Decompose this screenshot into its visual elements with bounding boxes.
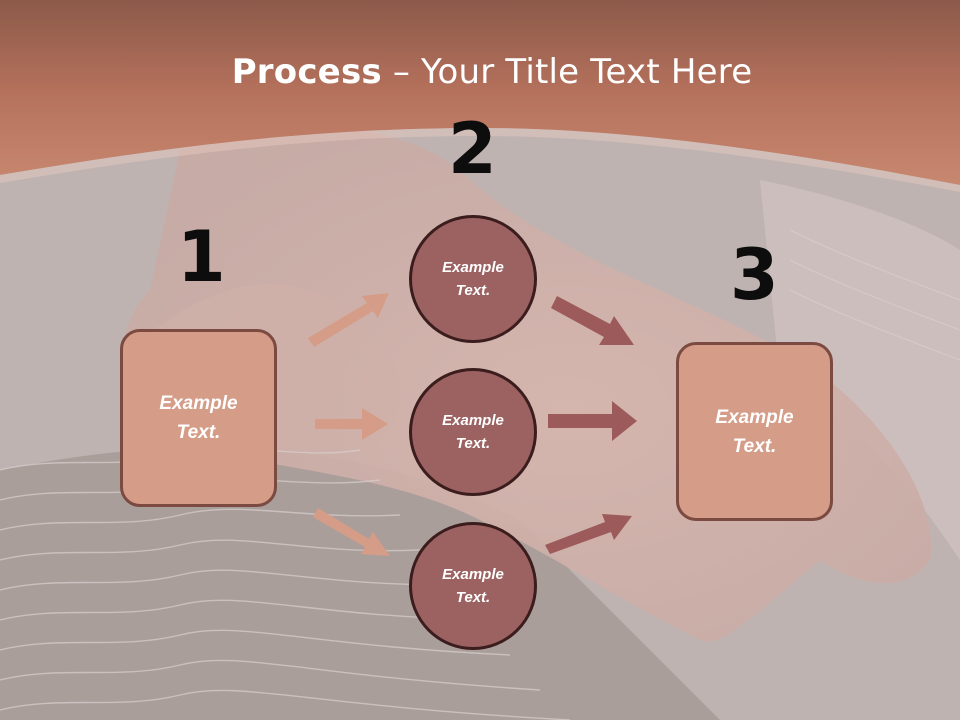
middle-circle-3-text: Example Text. [442, 566, 504, 606]
middle-circle-3: Example Text. [409, 522, 537, 650]
step-1-box-text: Example Text. [159, 393, 238, 443]
arrow-box1-to-circle2 [315, 408, 388, 440]
arrow-circle3-to-box3 [545, 514, 632, 554]
step-number-2: 2 [448, 108, 497, 190]
step-number-1: 1 [177, 216, 226, 298]
arrow-circle1-to-box3 [551, 296, 634, 345]
slide-title: Process – Your Title Text Here [0, 52, 960, 92]
arrow-box1-to-circle1 [308, 293, 389, 347]
step-1-box: Example Text. [120, 329, 277, 507]
middle-circle-1: Example Text. [409, 215, 537, 343]
step-3-box-text: Example Text. [715, 406, 794, 457]
middle-circle-2: Example Text. [409, 368, 537, 496]
step-number-3: 3 [730, 234, 779, 316]
middle-circle-1-text: Example Text. [442, 259, 504, 299]
right-arrows [545, 296, 637, 554]
left-arrows [308, 293, 390, 556]
arrow-circle2-to-box3 [548, 401, 637, 441]
title-bold: Process [231, 52, 382, 92]
step-3-box: Example Text. [676, 342, 833, 521]
arrow-box1-to-circle3 [313, 508, 390, 556]
title-rest: – Your Title Text Here [381, 52, 753, 92]
middle-circle-2-text: Example Text. [442, 412, 504, 452]
